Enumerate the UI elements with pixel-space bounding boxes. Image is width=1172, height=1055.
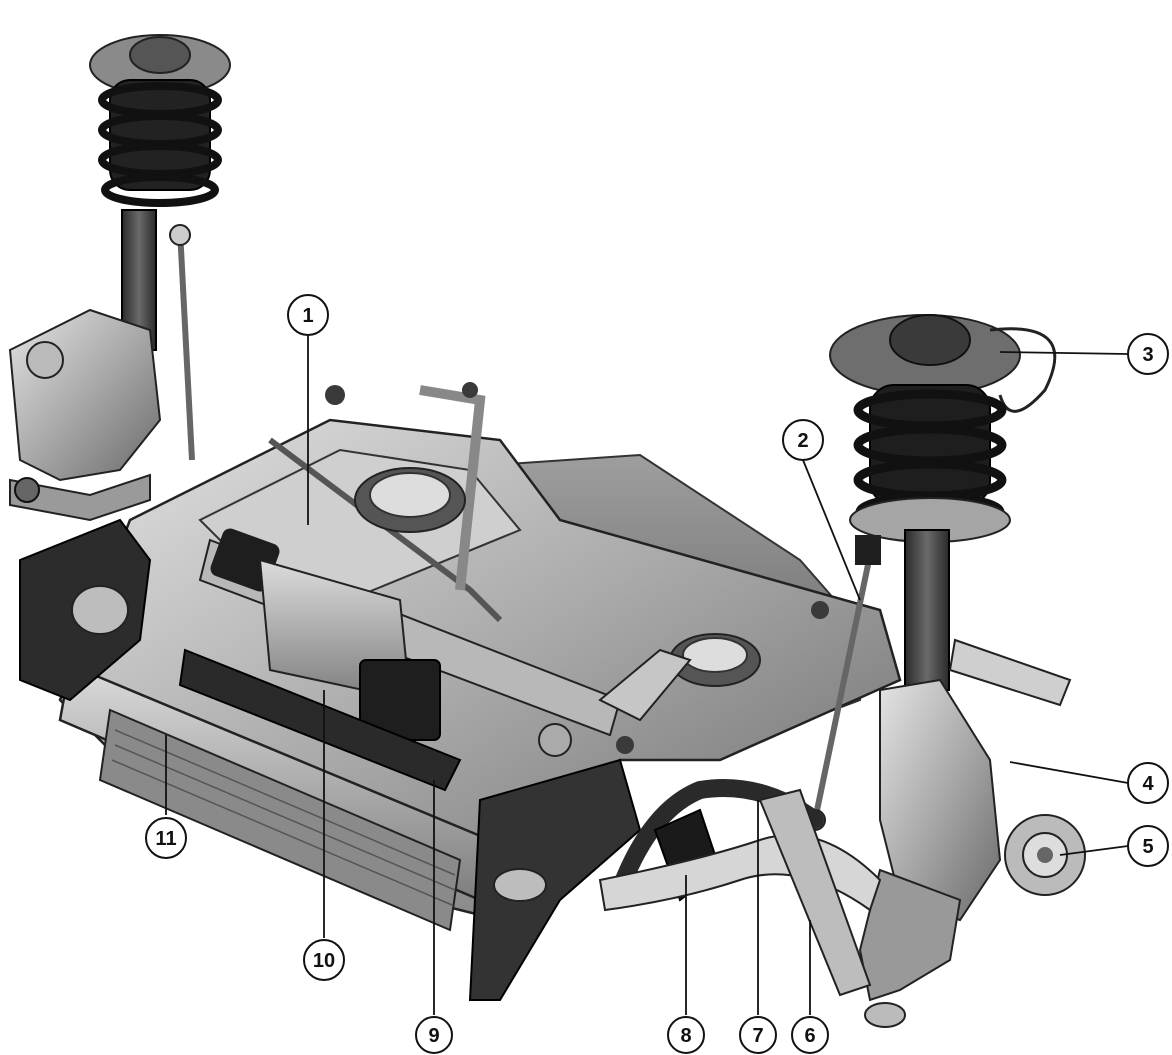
right-strut	[829, 314, 1057, 922]
steering-gear	[198, 528, 692, 757]
tension-strut	[758, 638, 1072, 997]
callout-1: 1	[287, 294, 329, 336]
callout-label: 1	[302, 305, 313, 327]
callout-8: 8	[667, 1016, 705, 1054]
wheel-hub	[858, 814, 1086, 1028]
callout-2: 2	[782, 419, 824, 461]
callout-label: 8	[680, 1025, 691, 1047]
callout-6: 6	[791, 1016, 829, 1054]
callout-label: 9	[428, 1025, 439, 1047]
callout-4: 4	[1127, 762, 1169, 804]
callout-7: 7	[739, 1016, 777, 1054]
callout-5: 5	[1127, 825, 1169, 867]
strut-tower-ring	[354, 467, 761, 687]
callout-label: 11	[155, 828, 176, 850]
callout-label: 6	[804, 1025, 815, 1047]
callout-label: 10	[313, 950, 335, 972]
left-bracket	[19, 518, 152, 702]
callout-label: 5	[1142, 836, 1153, 858]
callout-label: 4	[1142, 773, 1154, 795]
callout-label: 3	[1142, 344, 1153, 366]
leader-lines	[165, 336, 1129, 1015]
right-bracket	[468, 758, 642, 1001]
callout-9: 9	[415, 1016, 453, 1054]
callout-label: 7	[752, 1025, 763, 1047]
callout-3: 3	[1127, 333, 1169, 375]
callout-label: 2	[797, 430, 808, 452]
callout-11: 11	[145, 817, 187, 859]
left-strut	[8, 34, 231, 522]
callout-10: 10	[303, 939, 345, 981]
cross-beam	[178, 648, 462, 792]
